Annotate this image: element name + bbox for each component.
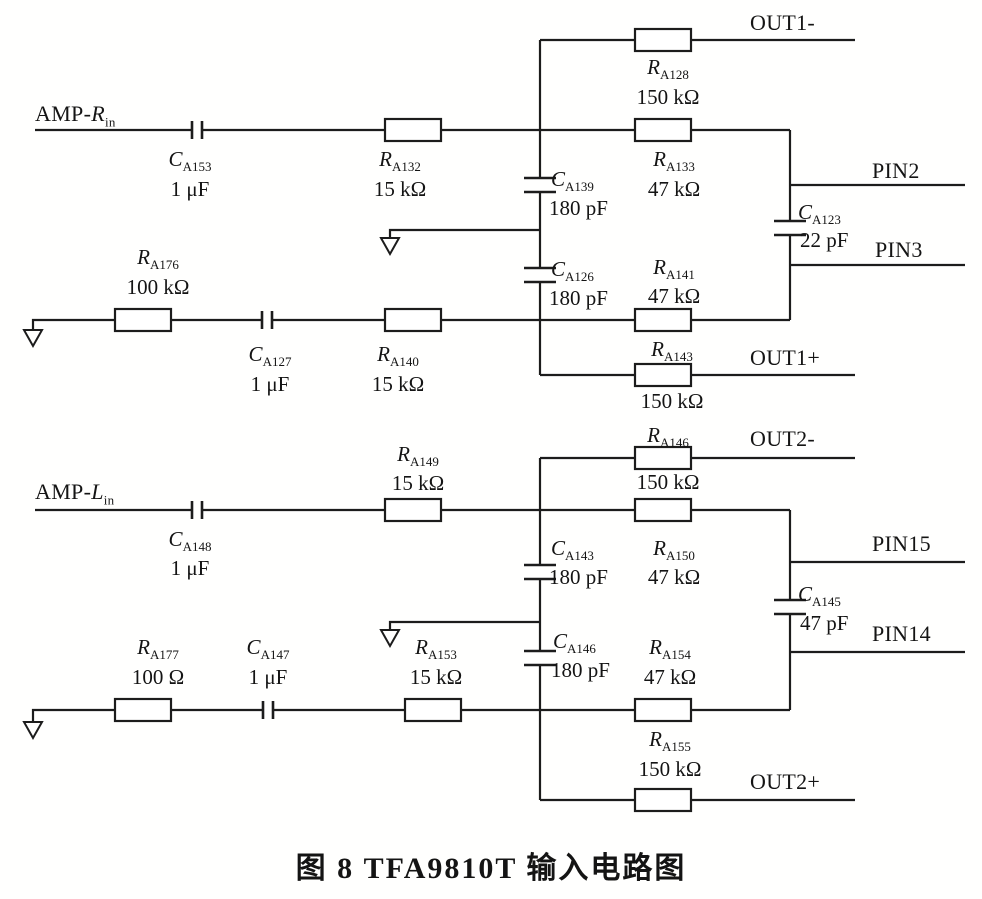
label-ra128-ref: RA128 [647,55,689,83]
net-label-amp-lin: AMP-Lin [35,479,115,508]
resistor-ra153 [403,697,463,723]
ground-icon-bottom-left [22,721,44,741]
label-ra155-ref: RA155 [649,727,691,755]
ground-layer [22,237,401,741]
resistor-ra150 [633,497,693,523]
capacitor-layer [190,121,806,719]
capacitor-ca145 [774,598,806,616]
capacitor-ca123 [774,219,806,237]
resistor-ra143 [633,362,693,388]
label-ca146-ref: CA146 [553,629,596,657]
resistor-ra149 [383,497,443,523]
label-ra146-value: 150 kΩ [636,470,700,494]
label-ra153-value: 15 kΩ [409,665,463,689]
resistor-ra154 [633,697,693,723]
wire-lower-top [31,318,790,330]
capacitor-ca153 [190,121,204,139]
label-ra128-value: 150 kΩ [636,85,700,109]
net-label-pin2: PIN2 [872,158,920,183]
label-ca126-value: 180 pF [549,286,608,310]
resistor-ra146 [633,445,693,471]
net-label-pin3: PIN3 [875,237,923,262]
net-label-pin15: PIN15 [872,531,931,556]
capacitor-ca148 [190,501,204,519]
label-ra143-value: 150 kΩ [640,389,704,413]
label-ca123-value: 22 pF [800,228,849,252]
label-ca148-value: 1 μF [170,556,210,580]
label-ca143-ref: CA143 [551,536,594,564]
resistor-layer [113,27,693,813]
wire-layer [31,38,965,802]
label-ca143-value: 180 pF [549,565,608,589]
resistor-ra140 [383,307,443,333]
label-ca153-value: 1 μF [170,177,210,201]
label-ca126-ref: CA126 [551,257,594,285]
label-ra140-ref: RA140 [377,342,419,370]
label-ca148-ref: CA148 [168,527,212,555]
ground-icon-bottom-mid [379,629,401,649]
label-ca139-value: 180 pF [549,196,608,220]
resistor-ra141 [633,307,693,333]
net-label-out2-plus: OUT2+ [750,769,821,794]
resistor-ra155 [633,787,693,813]
net-label-amp-rin: AMP-Rin [35,101,116,130]
label-ra177-ref: RA177 [137,635,179,663]
label-ra155-value: 150 kΩ [638,757,702,781]
label-ra143-ref: RA143 [651,337,693,365]
net-label-out1-plus: OUT1+ [750,345,821,370]
label-ca147-value: 1 μF [248,665,288,689]
label-ca139-ref: CA139 [551,167,594,195]
capacitor-ca126 [524,266,556,284]
label-ra153-ref: RA153 [415,635,457,663]
capacitor-ca143 [524,563,556,581]
wire-ground-tap-top [388,228,540,238]
ground-icon-top-left [22,329,44,349]
label-ra141-value: 47 kΩ [647,284,701,308]
wire-ground-tap-bottom [388,620,540,630]
label-ra149-value: 15 kΩ [391,471,445,495]
label-ca145-value: 47 pF [800,611,849,635]
label-ra177-value: 100 Ω [131,665,185,689]
label-ca146-value: 180 pF [551,658,610,682]
net-label-out2-minus: OUT2- [750,426,816,451]
label-ra133-ref: RA133 [653,147,695,175]
label-ca123-ref: CA123 [798,200,841,228]
label-ra141-ref: RA141 [653,255,695,283]
label-ra132-ref: RA132 [379,147,421,175]
capacitor-ca139 [524,176,556,194]
label-ra154-value: 47 kΩ [643,665,697,689]
figure-caption: 图 8 TFA9810T 输入电路图 [295,852,687,885]
net-label-out1-minus: OUT1- [750,10,816,35]
label-ra146-ref: RA146 [647,423,689,451]
label-ra149-ref: RA149 [397,442,439,470]
label-ra140-value: 15 kΩ [371,372,425,396]
label-ra150-value: 47 kΩ [647,565,701,589]
label-ra154-ref: RA154 [649,635,691,663]
resistor-ra177 [113,697,173,723]
label-ca153-ref: CA153 [168,147,212,175]
resistor-ra133 [633,117,693,143]
label-ra176-value: 100 kΩ [126,275,190,299]
label-ra176-ref: RA176 [137,245,179,273]
label-ca145-ref: CA145 [798,582,841,610]
net-label-pin14: PIN14 [872,621,931,646]
label-ra132-value: 15 kΩ [373,177,427,201]
label-ra133-value: 47 kΩ [647,177,701,201]
label-ra150-ref: RA150 [653,536,695,564]
capacitor-ca127 [260,311,274,329]
capacitor-ca147 [261,701,275,719]
resistor-ra132 [383,117,443,143]
resistor-ra128 [633,27,693,53]
label-ca147-ref: CA147 [246,635,290,663]
label-ca127-value: 1 μF [250,372,290,396]
resistor-ra176 [113,307,173,333]
capacitor-ca146 [524,649,556,667]
ground-icon-top-mid [379,237,401,257]
label-ca127-ref: CA127 [248,342,292,370]
wire-lower-bottom [31,708,790,722]
